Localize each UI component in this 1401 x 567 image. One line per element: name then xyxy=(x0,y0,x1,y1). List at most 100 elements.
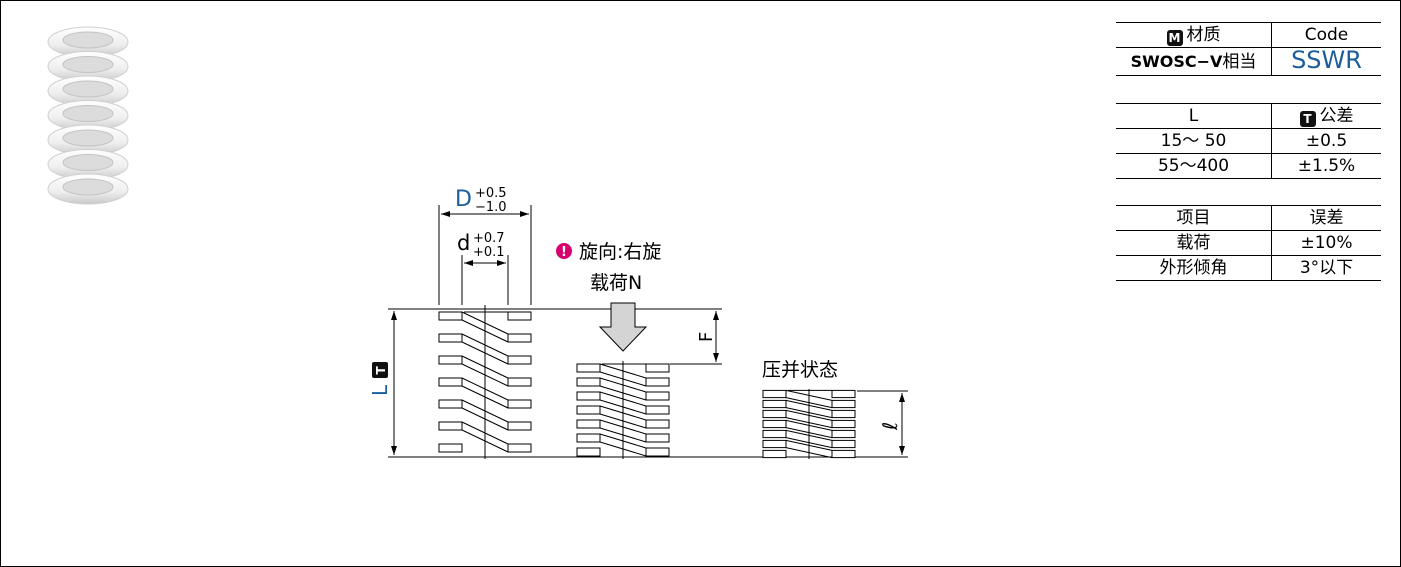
wire-section-left xyxy=(438,443,463,453)
code-value: SSWR xyxy=(1291,46,1362,74)
load-label: 载荷N xyxy=(590,272,642,294)
wire-section-right xyxy=(645,433,670,443)
warning-icon xyxy=(556,243,572,259)
material-header: 材质 xyxy=(1186,25,1221,45)
material-value-cell: SWOSC−V相当 xyxy=(1116,47,1272,76)
dim-d-tol-upper: +0.7 xyxy=(473,231,505,246)
item-header: 项目 xyxy=(1116,205,1272,231)
wire-section-left xyxy=(762,399,787,409)
coil-slant-line xyxy=(785,399,833,411)
wire-section-left xyxy=(762,389,787,399)
table-row: 15～ 50 ±0.5 xyxy=(1116,128,1381,154)
length-range-cell: 15～ 50 xyxy=(1116,128,1272,154)
wire-section-left xyxy=(576,419,601,429)
coil-slant-line xyxy=(599,441,647,457)
coil-slant-line xyxy=(599,399,647,415)
coil-slant-line xyxy=(461,399,509,423)
solid-state-label: 压并状态 xyxy=(762,359,838,381)
wire-section-left xyxy=(576,433,601,443)
coil-slant-line xyxy=(599,413,647,429)
dim-L-badge xyxy=(372,362,388,378)
wire-section-right xyxy=(645,363,670,373)
spring-coil-hole xyxy=(62,129,114,147)
coil-slant-line xyxy=(461,341,509,365)
wire-section-left xyxy=(438,333,463,343)
spring-coil-hole xyxy=(62,80,114,98)
coil-slant-line xyxy=(785,439,833,451)
code-value-cell: SSWR xyxy=(1271,46,1381,76)
dim-d-symbol: d xyxy=(457,231,470,255)
wire-section-right xyxy=(507,377,532,387)
wire-section-left xyxy=(576,447,601,457)
material-badge-icon: M xyxy=(1166,30,1183,46)
coil-slant-line xyxy=(785,427,833,439)
length-tolerance-cell: ±0.5 xyxy=(1271,128,1381,154)
length-tolerance-cell: ±1.5% xyxy=(1271,153,1381,179)
wire-section-right xyxy=(831,419,856,429)
spring-coil-hole xyxy=(62,154,114,171)
coil-slant-line xyxy=(461,319,509,343)
wire-section-left xyxy=(438,399,463,409)
error-value-cell: ±10% xyxy=(1271,230,1381,256)
coil-slant-line xyxy=(461,363,509,387)
tolerance-badge-icon: T xyxy=(1299,111,1316,127)
wire-section-left xyxy=(438,377,463,387)
wire-section-left xyxy=(576,405,601,415)
wire-section-right xyxy=(645,447,670,457)
spring-loaded-state xyxy=(576,361,670,459)
wire-section-right xyxy=(507,311,532,321)
wire-section-left xyxy=(762,439,787,449)
spring-free-state xyxy=(438,305,532,459)
error-header: 误差 xyxy=(1271,205,1381,231)
wire-section-left xyxy=(762,409,787,419)
error-table: 项目 误差 载荷 ±10% 外形倾角 3°以下 xyxy=(1116,205,1381,281)
wire-section-right xyxy=(507,421,532,431)
spring-product-image xyxy=(47,26,129,205)
dim-L-symbol: L xyxy=(368,384,392,396)
code-header: Code xyxy=(1271,22,1381,48)
coil-slant-line xyxy=(785,397,833,409)
coil-slant-line xyxy=(599,405,647,421)
wire-section-right xyxy=(507,443,532,453)
coil-slant-line xyxy=(785,417,833,429)
wire-section-right xyxy=(831,429,856,439)
coil-slant-line xyxy=(461,311,509,335)
wire-section-left xyxy=(576,377,601,387)
wire-section-right xyxy=(831,449,856,459)
coil-slant-line xyxy=(785,409,833,421)
coil-slant-line xyxy=(599,419,647,435)
spring-coil-hole xyxy=(62,56,114,73)
coil-slant-line xyxy=(785,447,833,459)
wire-section-right xyxy=(831,399,856,409)
coil-slant-line xyxy=(599,433,647,449)
coil-slant-line xyxy=(599,391,647,407)
wire-section-left xyxy=(438,421,463,431)
coil-slant-line xyxy=(785,429,833,441)
length-header: L xyxy=(1116,103,1272,129)
table-row: 外形倾角 3°以下 xyxy=(1116,255,1381,281)
dim-l-symbol: ℓ xyxy=(878,422,902,431)
wire-section-left xyxy=(576,391,601,401)
dim-D-tol-upper: +0.5 xyxy=(475,186,507,201)
coil-slant-line xyxy=(461,421,509,445)
coil-slant-line xyxy=(461,429,509,453)
coil-slant-line xyxy=(461,377,509,401)
wire-section-right xyxy=(645,419,670,429)
coil-slant-line xyxy=(785,407,833,419)
coil-slant-line xyxy=(785,437,833,449)
coil-slant-line xyxy=(599,427,647,443)
wire-section-left xyxy=(438,355,463,365)
coil-slant-line xyxy=(461,407,509,431)
error-item-cell: 载荷 xyxy=(1116,230,1272,256)
coil-slant-line xyxy=(461,333,509,357)
coil-slant-line xyxy=(461,385,509,409)
coil-slant-line xyxy=(599,377,647,393)
wire-section-right xyxy=(507,333,532,343)
wire-section-left xyxy=(762,429,787,439)
spring-coil-hole xyxy=(62,31,114,49)
